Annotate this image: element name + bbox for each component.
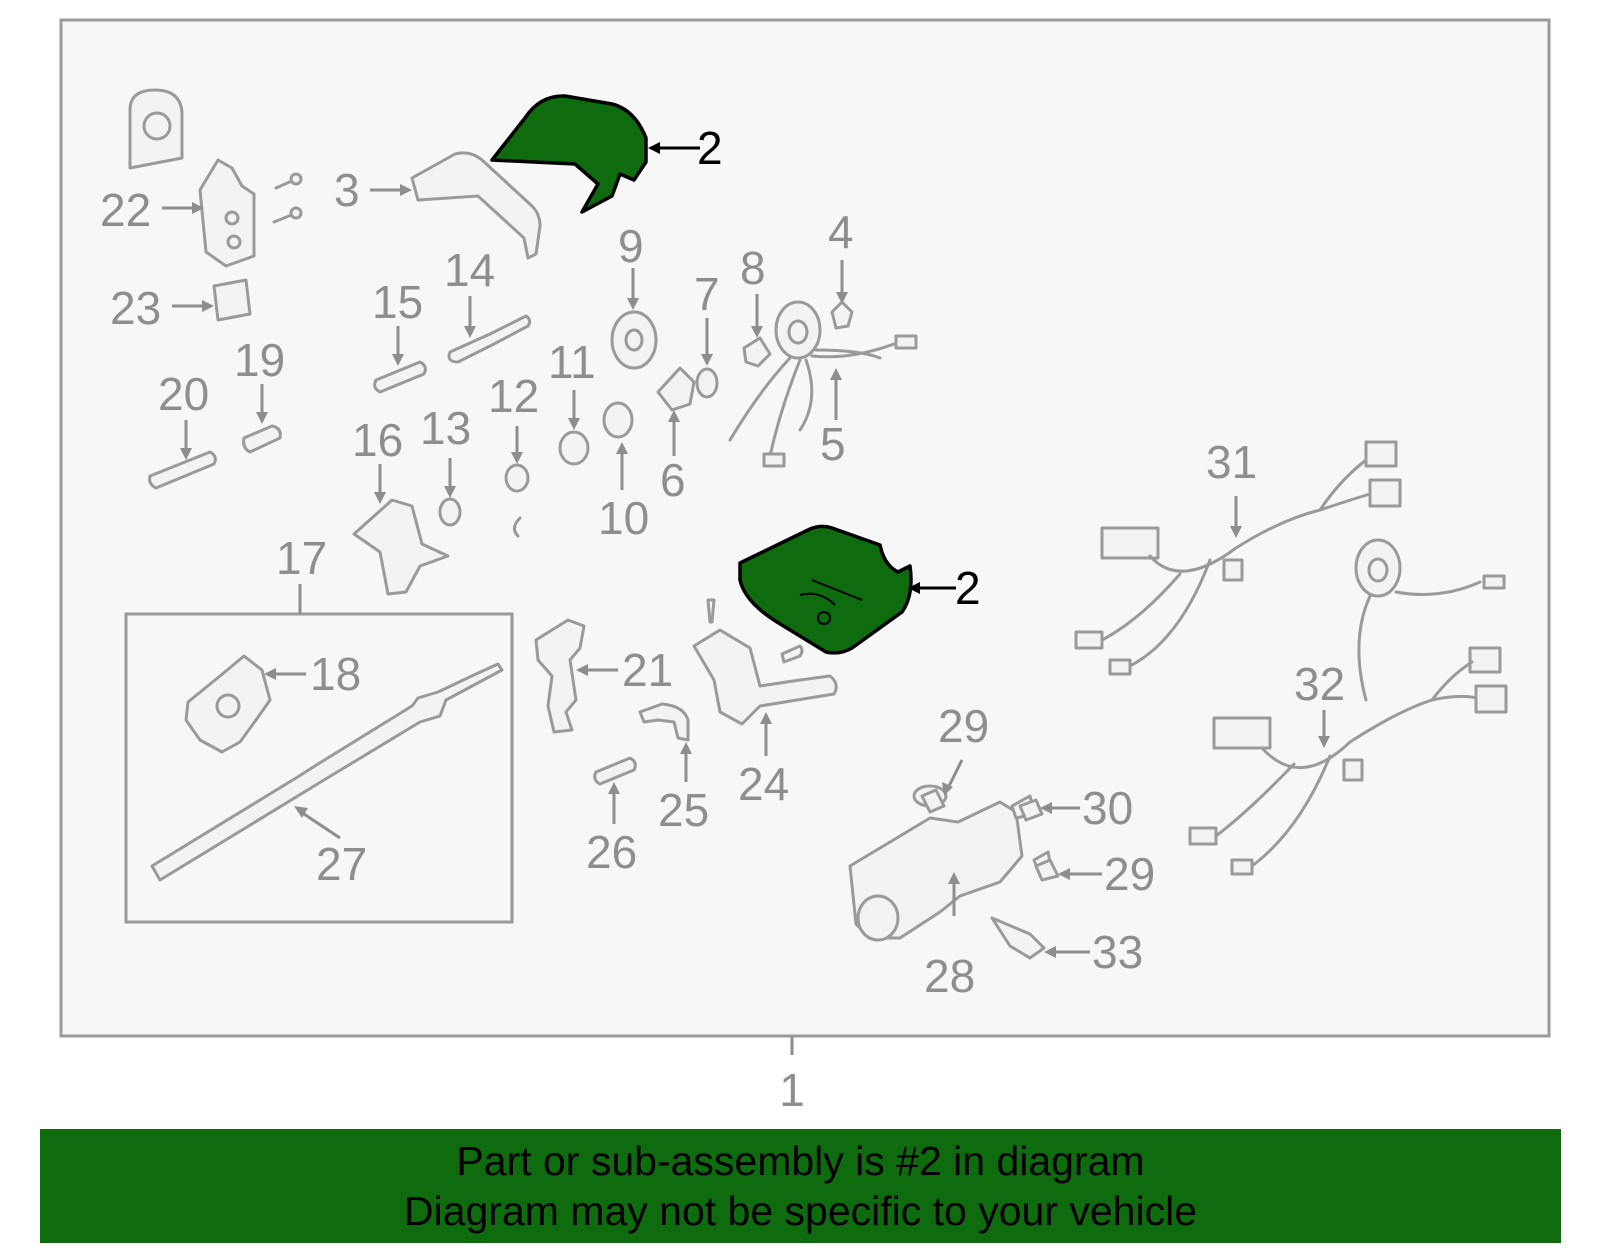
callout-15: 15 xyxy=(372,276,423,328)
callout-2-lower[interactable]: 2 xyxy=(955,562,981,614)
part-23-plate xyxy=(212,278,252,322)
callout-19: 19 xyxy=(234,334,285,386)
leader-lines xyxy=(162,142,1330,958)
callout-33: 33 xyxy=(1092,926,1143,978)
harness-31 xyxy=(1074,440,1402,676)
callout-31: 31 xyxy=(1206,436,1257,488)
switch-24 xyxy=(692,628,838,726)
bolt-30 xyxy=(1018,798,1044,822)
clip xyxy=(513,516,522,538)
callout-28: 28 xyxy=(924,950,975,1002)
banner-line-1: Part or sub-assembly is #2 in diagram xyxy=(456,1138,1145,1184)
callout-30: 30 xyxy=(1082,782,1133,834)
callout-17: 17 xyxy=(276,532,327,584)
info-banner: Part or sub-assembly is #2 in diagram Di… xyxy=(40,1129,1561,1243)
assembly-17-box xyxy=(124,612,514,924)
parts-diagram: 1 2 2 3 4 5 6 7 8 9 10 11 12 13 14 15 16… xyxy=(59,18,1551,1116)
diagram-frame xyxy=(59,18,1551,1038)
callout-12: 12 xyxy=(488,370,539,422)
bracket-16 xyxy=(352,498,450,596)
clip-4 xyxy=(830,300,854,330)
shaft-27 xyxy=(150,662,504,882)
clip-25 xyxy=(638,702,690,742)
upper-column-cover[interactable] xyxy=(490,94,648,214)
pin-26 xyxy=(593,756,637,786)
callout-1: 1 xyxy=(779,1064,805,1116)
lever-14 xyxy=(447,314,532,364)
callout-3: 3 xyxy=(334,164,360,216)
callout-25: 25 xyxy=(658,784,709,836)
callout-22: 22 xyxy=(100,184,151,236)
callout-24: 24 xyxy=(738,758,789,810)
callout-7: 7 xyxy=(694,268,720,320)
pin-19 xyxy=(242,424,282,454)
spacer-8 xyxy=(742,336,772,368)
callout-5: 5 xyxy=(820,418,846,470)
harness-32 xyxy=(1188,538,1508,876)
bearing-11 xyxy=(558,430,590,466)
callout-6: 6 xyxy=(660,454,686,506)
ring-13 xyxy=(438,497,462,527)
switch-21 xyxy=(534,618,586,734)
cam-6 xyxy=(656,366,696,412)
banner-line-2: Diagram may not be specific to your vehi… xyxy=(403,1188,1197,1234)
callout-16: 16 xyxy=(352,414,403,466)
callout-29-upper: 29 xyxy=(938,700,989,752)
lower-cover-detail xyxy=(799,579,863,625)
callout-14: 14 xyxy=(444,244,495,296)
callout-29-lower: 29 xyxy=(1104,848,1155,900)
callout-27: 27 xyxy=(316,838,367,890)
callout-4: 4 xyxy=(828,206,854,258)
callout-21: 21 xyxy=(622,644,673,696)
ring-12 xyxy=(504,463,530,493)
callout-20: 20 xyxy=(158,368,209,420)
callout-10: 10 xyxy=(598,492,649,544)
bolt-29-lower xyxy=(1034,858,1060,882)
pin-20 xyxy=(148,450,217,490)
pin-15 xyxy=(373,360,427,394)
washer-10 xyxy=(602,401,634,439)
callout-11: 11 xyxy=(548,336,596,388)
callout-9: 9 xyxy=(618,220,644,272)
callout-23: 23 xyxy=(110,282,161,334)
lower-column-cover[interactable] xyxy=(738,524,913,655)
callout-32: 32 xyxy=(1294,658,1345,710)
callout-26: 26 xyxy=(586,826,637,878)
callout-8: 8 xyxy=(740,242,766,294)
washer-7 xyxy=(695,367,719,399)
column-bracket xyxy=(410,151,542,260)
callout-18: 18 xyxy=(310,648,361,700)
callout-2-upper[interactable]: 2 xyxy=(697,122,723,174)
callout-13: 13 xyxy=(420,402,471,454)
bolt-29-upper xyxy=(920,788,946,814)
